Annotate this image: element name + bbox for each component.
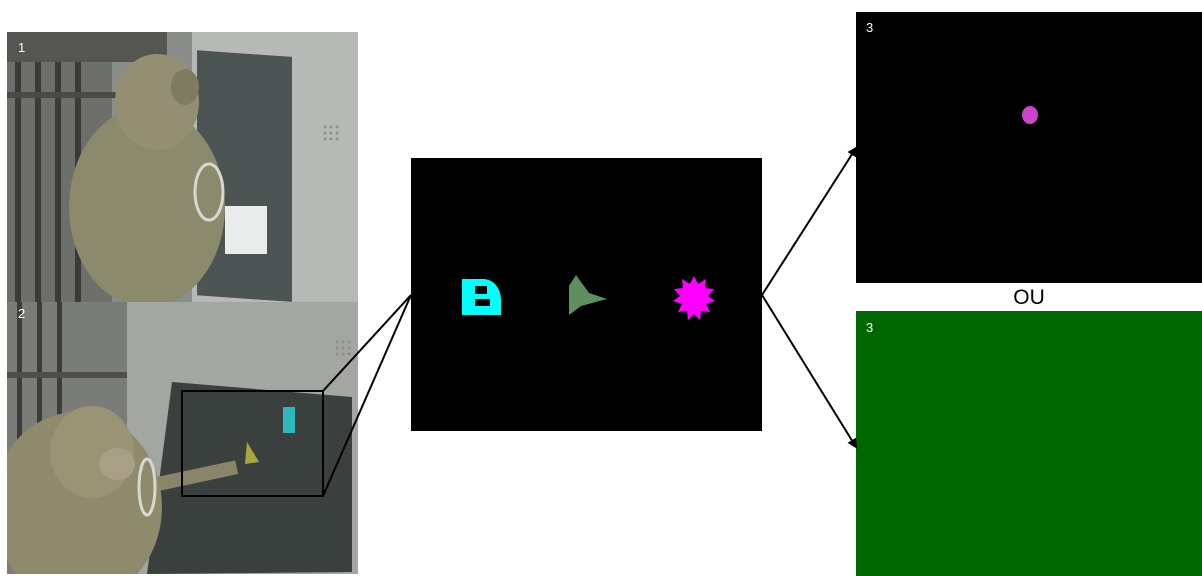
photo-monkey-touching-screen (7, 302, 358, 574)
panel-number-1: 1 (18, 40, 26, 55)
photo-2-illustration (7, 302, 358, 574)
arrow-to-correct (761, 146, 858, 296)
zoom-line-bottom (322, 294, 412, 497)
stimuli-layer (462, 275, 715, 320)
stimulus-display (411, 158, 762, 431)
arrow-to-error (761, 294, 858, 449)
zoom-box (181, 390, 324, 497)
panel-number-3a: 3 (866, 20, 874, 35)
panel-number-3b: 3 (866, 320, 874, 335)
stimulus-cyan-shape (462, 279, 501, 315)
photo-1-illustration (7, 32, 358, 302)
feedback-screen-correct (856, 12, 1202, 283)
photo-monkey-at-screen (7, 32, 358, 302)
or-label: OU (1013, 286, 1045, 309)
stimulus-green-shape (569, 275, 607, 315)
zoom-line-top (322, 294, 412, 392)
panel-number-2: 2 (18, 306, 26, 321)
stimulus-magenta-star (673, 276, 715, 320)
reward-dot (1022, 106, 1038, 124)
reward-layer (1022, 106, 1038, 124)
feedback-screen-error (856, 311, 1202, 576)
